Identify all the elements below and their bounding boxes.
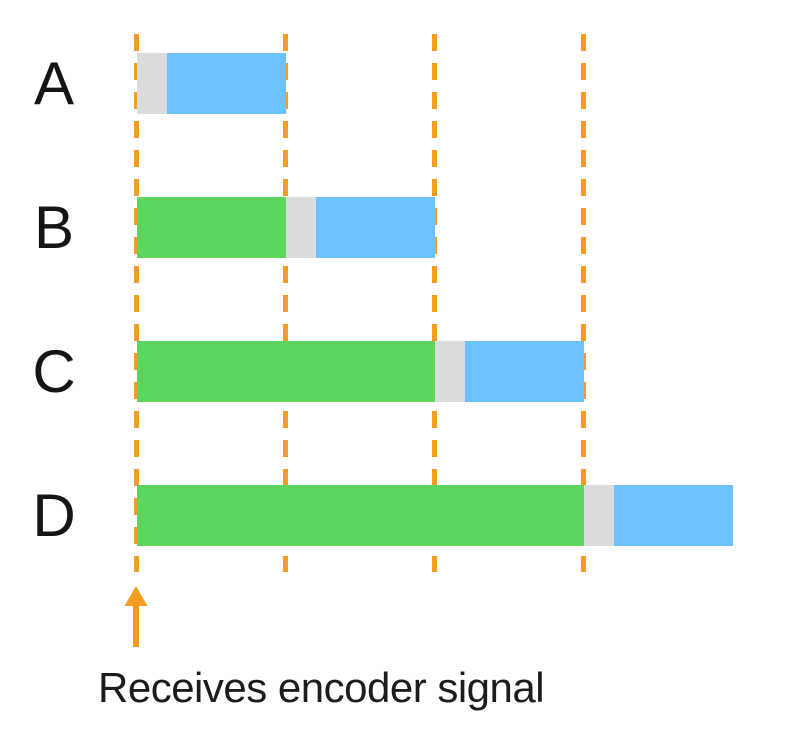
annotation-label: Receives encoder signal [98,664,545,711]
row-label-b: B [33,194,75,261]
timing-bar-a [137,53,286,114]
output-segment [614,485,733,546]
row-label-d: D [32,482,76,549]
row-label-c: C [32,338,76,405]
output-segment [167,53,286,114]
timing-bar-c [137,341,584,402]
output-segment [465,341,584,402]
wait-segment [137,485,584,546]
wait-segment [137,197,286,258]
row-label-a: A [33,50,75,117]
timing-bar-b [137,197,435,258]
wait-segment [137,341,435,402]
timing-bar-d [137,485,733,546]
latency-segment [584,485,614,546]
latency-segment [286,197,316,258]
output-segment [316,197,435,258]
encoder-pulse-gridline [580,34,586,572]
latency-segment [137,53,167,114]
arrow-up-icon [124,586,148,647]
encoder-pulse-gridline [431,34,437,572]
encoder-pulse-gridline [133,34,139,572]
encoder-pulse-gridline [282,34,288,572]
latency-segment [435,341,465,402]
